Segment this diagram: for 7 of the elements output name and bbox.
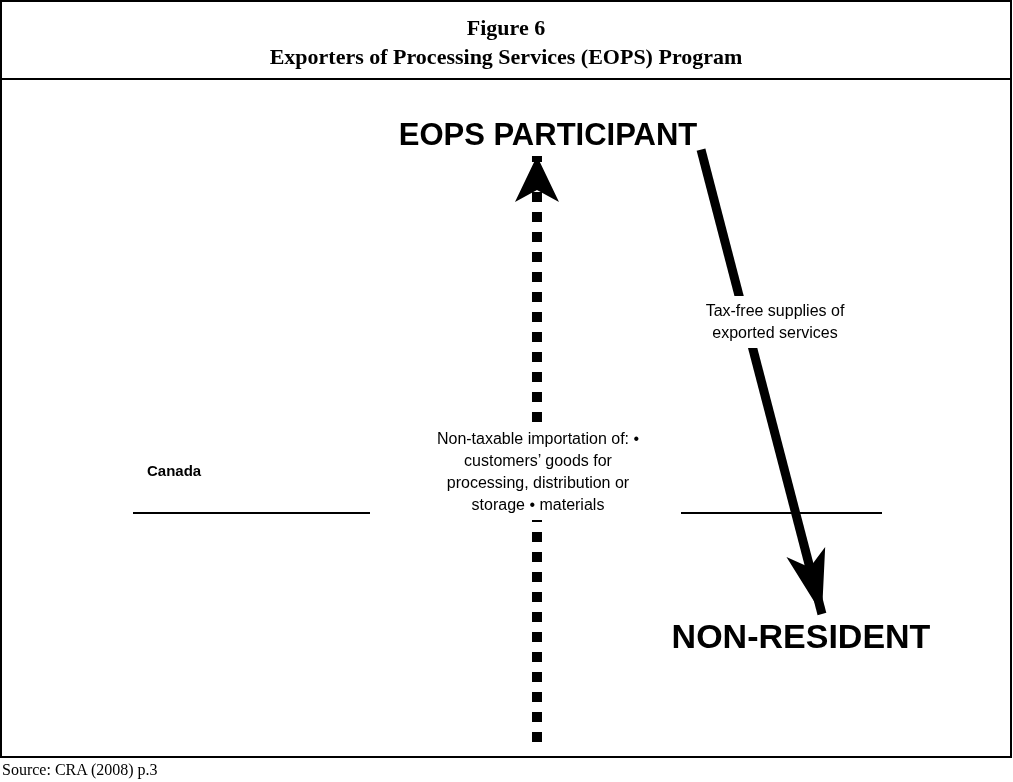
source-note: Source: CRA (2008) p.3 [2,760,158,780]
figure-number: Figure 6 [465,14,547,42]
region-label: Canada [147,461,202,481]
node-label: EOPS PARTICIPANT [397,116,699,154]
figure-title: Exporters of Processing Services (EOPS) Program [268,43,744,71]
node-label: NON-RESIDENT [670,616,932,657]
arrow [696,148,827,616]
